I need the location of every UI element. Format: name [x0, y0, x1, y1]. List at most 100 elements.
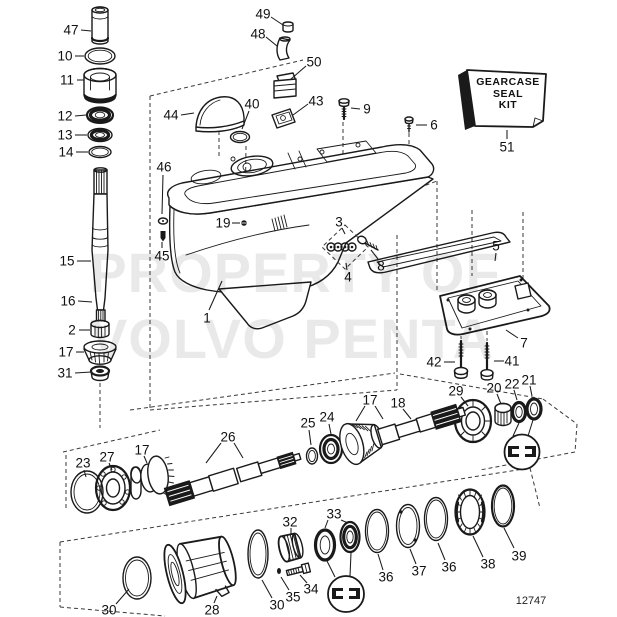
part-label-41: 41 — [504, 354, 519, 369]
part-label-14: 14 — [58, 145, 74, 160]
leader-line — [402, 408, 412, 420]
part-30-o-ring-left — [122, 556, 152, 600]
part-label-16: 16 — [60, 294, 75, 309]
part-label-49: 49 — [255, 7, 270, 22]
part-36-o-ring-left — [364, 508, 390, 554]
part-label-12: 12 — [57, 109, 72, 124]
part-label-9: 9 — [363, 102, 371, 117]
part-label-11: 11 — [60, 73, 74, 88]
part-10-o-ring — [84, 47, 116, 65]
leader-line — [213, 595, 218, 604]
leader-line — [496, 393, 502, 405]
part-label-45: 45 — [154, 249, 169, 264]
leader-line — [377, 553, 384, 571]
leader-line — [108, 462, 113, 471]
part-42-bolt — [453, 339, 469, 379]
part-label-18: 18 — [390, 396, 405, 411]
part-label-42: 42 — [426, 355, 441, 370]
part-label-17: 17 — [58, 345, 73, 360]
part-46-washer — [157, 217, 169, 225]
part-label-37: 37 — [411, 564, 426, 579]
part-label-22: 22 — [504, 377, 519, 392]
leader-line — [513, 389, 518, 401]
leader-line — [208, 280, 223, 311]
part-label-33: 33 — [326, 507, 341, 522]
part-11-bearing-cup — [83, 67, 117, 104]
leader-line — [80, 29, 92, 32]
part-label-13: 13 — [57, 128, 72, 143]
part-label-17: 17 — [362, 393, 377, 408]
part-label-25: 25 — [300, 416, 315, 431]
part-label-27: 27 — [99, 450, 114, 465]
part-6-screw — [404, 116, 414, 133]
part-12-bearing — [85, 106, 115, 124]
part-7-bearing-cover — [439, 275, 551, 336]
part-33-seal-outer — [339, 520, 361, 554]
watermark-line1: PROPERTY OF — [89, 241, 500, 304]
part-48-elbow-fitting — [276, 36, 291, 61]
part-9-screw — [338, 98, 350, 121]
seal-kit-line1: GEARCASE — [476, 76, 540, 88]
seal-kit-line3: KIT — [499, 99, 518, 111]
leader-line — [328, 423, 332, 435]
leader-line — [460, 396, 469, 407]
part-32-needle-bearing — [277, 532, 304, 563]
part-label-3: 3 — [335, 215, 343, 230]
part-label-5: 5 — [492, 239, 500, 254]
part-label-35: 35 — [285, 590, 300, 605]
leader-line — [374, 405, 384, 420]
part-23-retaining-ring — [70, 470, 104, 514]
part-label-36: 36 — [441, 560, 456, 575]
part-label-36: 36 — [378, 570, 393, 585]
leader-line — [529, 385, 533, 397]
part-18-prop-shaft — [376, 403, 467, 446]
leader-line — [494, 252, 497, 262]
leader-line — [437, 542, 446, 561]
leader-line — [261, 579, 273, 599]
part-8-bolt — [357, 235, 379, 251]
part-45-pin — [160, 231, 166, 242]
gearcase-seal-kit-box: GEARCASE SEAL KIT — [458, 69, 547, 130]
leader-line — [350, 107, 361, 110]
leader-line — [341, 227, 346, 235]
part-label-10: 10 — [57, 49, 72, 64]
part-label-32: 32 — [282, 515, 297, 530]
part-15-drive-shaft — [91, 167, 109, 328]
cover-boss-1 — [457, 294, 476, 314]
leader-line — [205, 442, 222, 464]
part-38-needle-bearing-ring — [454, 488, 486, 536]
part-30-o-ring-mid — [247, 529, 269, 579]
part-39-o-ring — [490, 484, 516, 528]
part-33-seal-inner — [313, 528, 337, 562]
part-label-39: 39 — [511, 549, 526, 564]
part-label-23: 23 — [75, 456, 90, 471]
seal-detail-circle-right — [503, 419, 541, 471]
part-label-6: 6 — [430, 118, 438, 133]
leader-line — [74, 371, 92, 374]
leader-line — [299, 574, 308, 584]
part-label-34: 34 — [303, 582, 319, 597]
part-label-17: 17 — [134, 443, 149, 458]
leader-line — [280, 576, 290, 591]
part-44-cover-cap — [195, 96, 245, 133]
part-label-30: 30 — [269, 598, 284, 613]
leader-line — [270, 16, 284, 26]
leader-line — [345, 262, 348, 271]
leader-line — [370, 249, 379, 260]
leader-line — [77, 300, 93, 303]
leader-line — [83, 469, 87, 478]
part-26-shaft — [163, 451, 302, 507]
watermark-line2: VOLVO PENTA — [90, 307, 494, 370]
part-2-sleeve — [90, 319, 110, 339]
part-label-26: 26 — [220, 430, 235, 445]
watermark: PROPERTY OF VOLVO PENTA — [89, 241, 500, 370]
leader-line — [265, 36, 278, 47]
part-label-46: 46 — [156, 160, 171, 175]
part-28-bearing-carrier — [163, 535, 237, 605]
leader-line — [324, 519, 329, 529]
part-41-bolt — [480, 341, 494, 381]
leader-line — [292, 103, 309, 116]
part-14-ring — [88, 145, 112, 159]
part-label-28: 28 — [204, 603, 219, 617]
